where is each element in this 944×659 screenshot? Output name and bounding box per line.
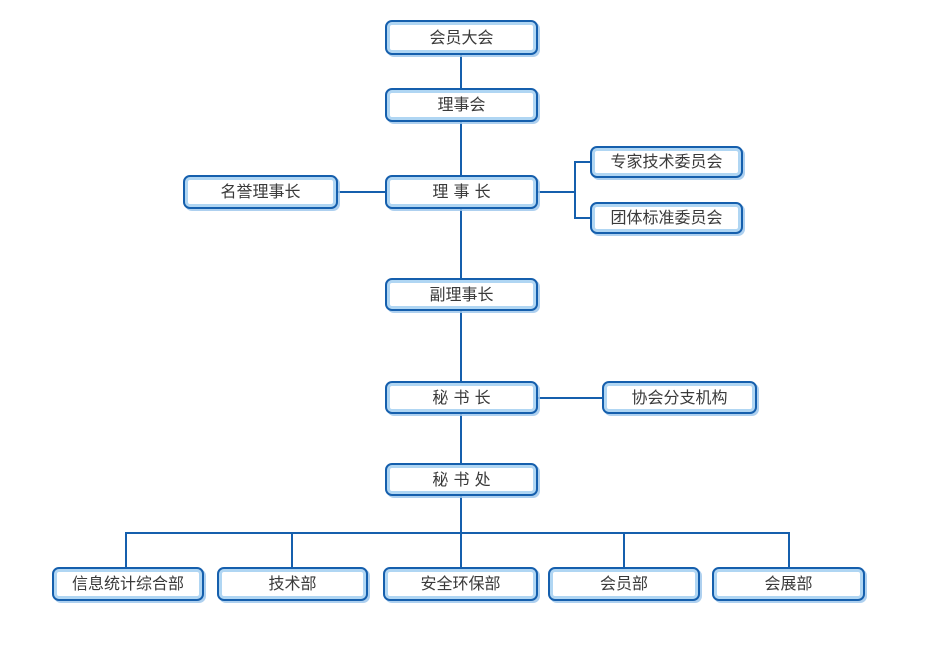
org-node-tech-dept: 技术部 (217, 567, 368, 601)
connector-bracket-standards (576, 217, 590, 219)
connector-secretariat-rail (460, 496, 462, 534)
connector-vicechairman-secgen (460, 311, 462, 381)
org-node-secretariat: 秘 书 处 (385, 463, 538, 496)
connector-secgen-branch (538, 397, 602, 399)
org-node-label: 副理事长 (429, 284, 494, 304)
connector-department-rail (125, 532, 790, 534)
connector-council-chairman (460, 122, 462, 175)
connector-bracket-vertical (574, 161, 576, 219)
org-node-honorary-chairman: 名誉理事长 (183, 175, 338, 209)
org-node-label: 技术部 (268, 574, 317, 593)
connector-rail-member-dept (623, 532, 625, 567)
connector-bracket-expert (576, 161, 590, 163)
org-node-expert-committee: 专家技术委员会 (590, 146, 743, 178)
connector-honorary-chairman (338, 191, 385, 193)
org-node-label: 理事会 (437, 95, 486, 114)
org-node-chairman: 理 事 长 (385, 175, 538, 209)
connector-secgen-secretariat (460, 414, 462, 463)
org-node-council: 理事会 (385, 88, 538, 122)
org-node-label: 秘 书 长 (432, 387, 491, 407)
org-node-exhibition-dept: 会展部 (712, 567, 865, 601)
org-node-member-dept: 会员部 (548, 567, 700, 601)
org-node-branch-orgs: 协会分支机构 (602, 381, 757, 414)
org-node-label: 安全环保部 (420, 574, 501, 593)
org-node-label: 秘 书 处 (432, 469, 491, 489)
org-node-info-dept: 信息统计综合部 (52, 567, 204, 601)
org-node-label: 会展部 (764, 574, 813, 593)
connector-chairman-vicechairman (460, 209, 462, 278)
org-node-vice-chairman: 副理事长 (385, 278, 538, 311)
org-node-label: 协会分支机构 (631, 387, 728, 407)
org-node-label: 会员部 (599, 574, 648, 593)
org-node-standards-committee: 团体标准委员会 (590, 202, 743, 234)
connector-rail-tech-dept (291, 532, 293, 567)
org-node-label: 专家技术委员会 (610, 152, 723, 171)
connector-assembly-council (460, 55, 462, 88)
connector-chairman-bracket (538, 191, 576, 193)
connector-rail-info-dept (125, 532, 127, 567)
org-node-label: 名誉理事长 (220, 182, 301, 201)
org-node-safety-dept: 安全环保部 (383, 567, 538, 601)
connector-rail-safety-dept (460, 532, 462, 567)
org-node-label: 理 事 长 (432, 182, 491, 201)
connector-rail-exhibition-dept (788, 532, 790, 567)
org-node-label: 会员大会 (429, 27, 494, 47)
org-node-members-assembly: 会员大会 (385, 20, 538, 55)
org-node-label: 团体标准委员会 (610, 208, 723, 227)
org-node-label: 信息统计综合部 (71, 574, 184, 593)
org-node-secretary-general: 秘 书 长 (385, 381, 538, 414)
